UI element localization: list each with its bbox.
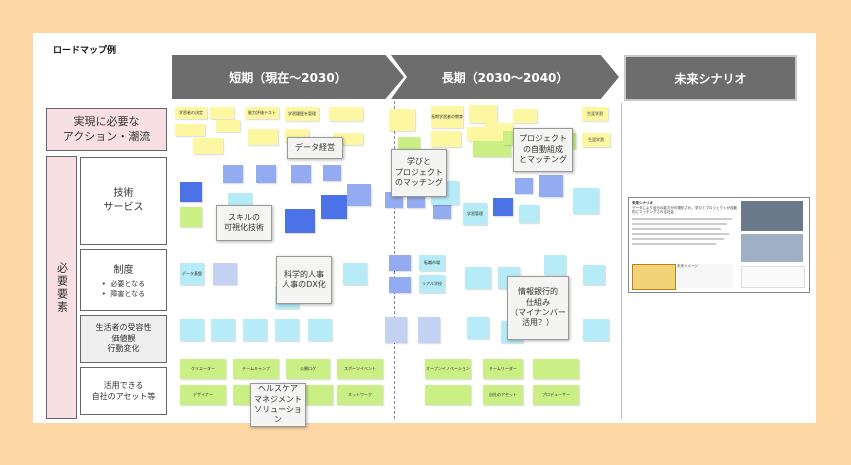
sticky-note: 公開ログ [286,359,330,379]
sticky-note [256,165,276,183]
row-label-assets: 活用できる 自社のアセット等 [80,367,167,415]
sticky-note: 転職市場 [419,255,445,271]
sticky-note: 生涯学習 [582,133,610,147]
row-label-tech: 技術 サービス [80,157,167,245]
sticky-note: プロデューサー [533,385,579,405]
sticky-note [385,317,407,343]
future-scenario-document: 未来シナリオ データにより自分の能力が可視化され、学びとプロジェクトが自動的にマ… [628,197,810,293]
sticky-note [431,131,461,147]
callout-data-management: データ経営 [287,137,343,159]
future-image-3 [632,264,676,290]
sticky-note [210,107,234,119]
sticky-note [389,277,411,293]
sticky-note: 学習者の決定 [175,107,207,119]
system-item-required: • 必要となる [101,279,146,288]
sticky-note [211,319,235,341]
sticky-note [573,188,599,214]
sticky-note [243,319,267,341]
future-image-1 [741,201,803,231]
sticky-note [248,129,278,145]
sticky-note [343,263,367,285]
callout-information-bank: 情報銀行的 仕組み （マイナンバー 活用？） [507,276,569,340]
callout-healthcare-management: ヘルスケア マネジメント ソリューション [250,383,306,427]
sticky-note: オープンイノベーション [425,359,471,379]
future-doc-heading: 未来シナリオ [632,201,653,205]
row-label-required: 必要要素 [46,156,77,419]
sticky-note [323,165,341,181]
sticky-note: クリエーター [180,359,226,379]
sticky-note [223,165,243,183]
sticky-note [180,182,202,202]
sticky-note [583,319,609,341]
sticky-note [519,205,539,223]
sticky-note [515,178,533,194]
sticky-note [389,255,411,271]
sticky-note: 長期学習者の教育 [431,106,463,128]
sticky-note [469,105,497,123]
sticky-note [544,255,566,275]
sticky-note: デザイナー [180,385,226,405]
sticky-note [465,267,491,289]
sticky-note: リアル学校 [419,275,445,293]
page-title: ロードマップ例 [53,46,117,56]
sticky-note [433,203,451,219]
system-title: 制度 [113,264,134,276]
sticky-note: チームキャンプ [233,359,279,379]
sticky-note [308,319,332,341]
sticky-note: データ基盤 [180,263,204,285]
row-label-system: 制度 • 必要となる • 障害となる [80,249,167,311]
callout-scientific-hr: 科学的人事 人事のDX化 [276,256,332,304]
sticky-note [418,317,440,343]
sticky-note [216,120,240,132]
sticky-note [213,263,237,285]
sticky-note [303,385,333,405]
sticky-note [329,107,363,121]
phase-future-scenario: 未来シナリオ [624,55,797,101]
sticky-note [467,317,489,339]
sticky-note [291,165,311,183]
sticky-note: 学習履歴を管理 [285,107,319,121]
sticky-note [347,184,371,206]
sticky-note [583,265,605,285]
sticky-note [233,385,253,405]
roadmap-frame: ロードマップ例 短期（現在～2030） 長期（2030～2040） 未来シナリオ… [33,33,816,427]
system-item-obstacle: • 障害となる [101,289,146,298]
phase-long-term: 長期（2030～2040） [391,55,619,99]
row-label-action: 実現に必要な アクション・潮流 [46,108,167,151]
phase-short-term: 短期（現在～2030） [172,55,404,99]
sticky-note [533,359,579,379]
callout-learning-matching: 学びと プロジェクト のマッチング [391,149,447,197]
future-doc-caption: 未来イメージ [677,264,733,288]
sticky-note: 学習管理 [463,203,487,225]
future-image-2 [741,234,803,262]
sticky-note [493,198,513,216]
row-label-values: 生活者の受容性 価値観 行動変化 [80,315,167,363]
sticky-note [473,141,511,157]
sticky-note [180,319,204,341]
sticky-note: ネットワーク [337,385,383,405]
sticky-note [539,175,563,197]
future-doc-body: データにより自分の能力が可視化され、学びとプロジェクトが自動的にマッチングされる… [632,205,737,215]
sticky-note [389,109,415,131]
sticky-note [275,319,299,341]
sticky-note [425,385,471,405]
sticky-note: チームリーダー [483,359,523,379]
sticky-note: スポーツイベント [337,359,383,379]
sticky-note [285,209,315,233]
callout-project-matching: プロジェクト の自動組成 とマッチング [513,128,573,172]
sticky-note [321,195,347,219]
sticky-note [513,109,537,123]
sticky-note [180,207,202,227]
sticky-note [193,138,223,154]
future-separator [621,103,622,419]
sticky-note: 生涯学習 [582,107,608,121]
sticky-note: 自社のアセット [483,385,523,405]
sticky-note: 能力評価テスト [245,107,279,119]
sticky-note [175,124,205,136]
callout-skill-visualization: スキルの 可視化技術 [216,205,272,241]
